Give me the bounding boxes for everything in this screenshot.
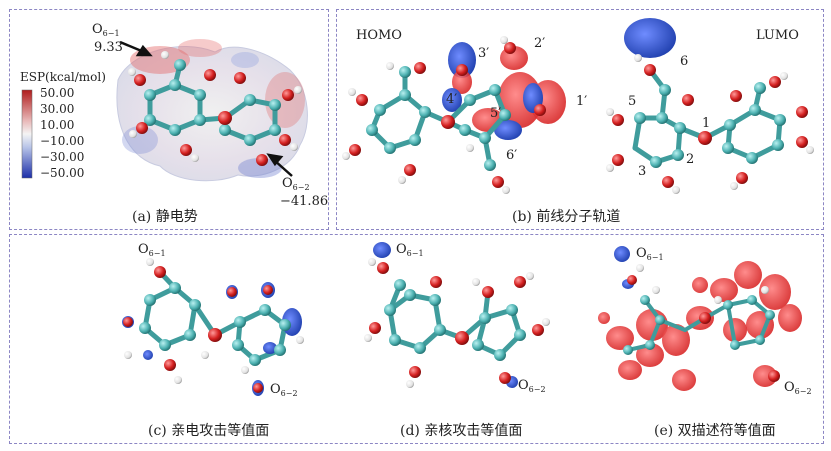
atoms-c	[123, 258, 304, 393]
homo-atom-4p: 4′	[446, 92, 458, 107]
esp-legend-title: ESP(kcal/mol)	[20, 70, 106, 84]
lumo-atom-6: 6	[680, 54, 689, 69]
caption-e: (e) 双描述符等值面	[654, 423, 776, 439]
homo-label: HOMO	[356, 28, 402, 43]
homo-atom-2p: 2′	[534, 36, 546, 51]
panel-cde-frame	[9, 234, 824, 444]
esp-tick: 50.00	[40, 86, 75, 100]
homo-atom-5p: 5′	[490, 106, 502, 121]
lumo-atom-5: 5	[628, 94, 637, 109]
lumo-atom-3: 3	[638, 164, 647, 179]
panel-b-frame	[336, 9, 824, 230]
atoms-a	[128, 51, 302, 166]
o62-label-a: O6−2	[282, 176, 310, 192]
homo-atom-6p: 6′	[506, 148, 518, 163]
esp-tick: 30.00	[40, 102, 75, 116]
caption-a: (a) 静电势	[132, 209, 198, 225]
o62-label-c: O6−2	[270, 382, 298, 398]
lumo-atom-1: 1	[702, 116, 711, 131]
arrow-o62-a	[266, 153, 293, 177]
homo-atom-3p: 3′	[478, 46, 490, 61]
atoms-d	[364, 258, 550, 388]
o61-label-d: O6−1	[396, 242, 424, 258]
esp-tick: −50.00	[40, 166, 85, 180]
caption-c: (c) 亲电攻击等值面	[148, 423, 270, 439]
o62-value-a: −41.86	[280, 194, 329, 209]
caption-d: (d) 亲核攻击等值面	[400, 423, 523, 439]
arrow-o61-a	[119, 40, 153, 57]
esp-tick: −30.00	[40, 150, 85, 164]
esp-colorbar	[21, 89, 33, 179]
esp-tick: 10.00	[40, 118, 75, 132]
o61-label-e: O6−1	[636, 246, 664, 262]
lumo-atom-2: 2	[686, 152, 695, 167]
o62-label-e: O6−2	[784, 380, 812, 396]
caption-b: (b) 前线分子轨道	[512, 209, 621, 225]
lumo-label: LUMO	[756, 28, 799, 43]
atoms-lumo	[606, 54, 814, 194]
o62-label-d: O6−2	[518, 378, 546, 394]
atoms-homo	[342, 36, 546, 194]
homo-atom-1p: 1′	[576, 94, 588, 109]
atoms-e	[623, 264, 780, 382]
o61-value-a: 9.33	[94, 40, 123, 55]
esp-tick: −10.00	[40, 134, 85, 148]
o61-label-a: O6−1	[92, 22, 120, 38]
lumo-isosurfaces	[624, 18, 676, 58]
o61-label-c: O6−1	[138, 242, 166, 258]
panel-a-frame	[9, 9, 329, 230]
